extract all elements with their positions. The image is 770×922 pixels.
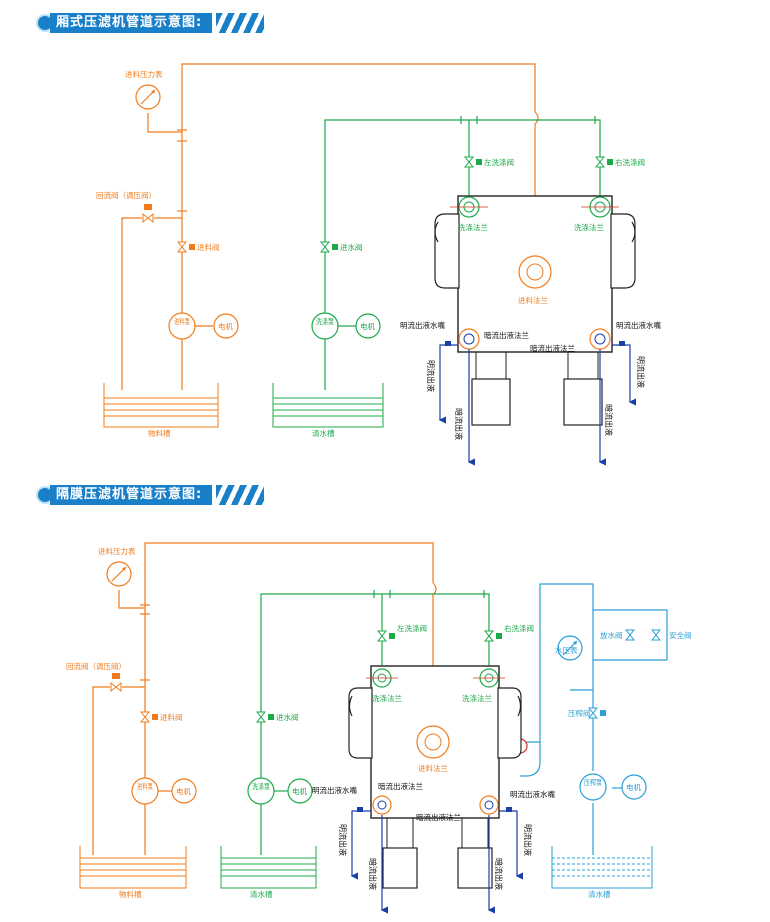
return-valve-icon <box>110 682 122 692</box>
clear-water-tank-2-icon <box>551 846 653 889</box>
label-left-wash-valve: 左洗涤阀 <box>484 157 514 167</box>
label-motor-2: 电机 <box>292 786 307 796</box>
label-motor-2: 电机 <box>360 321 375 331</box>
label-open-outflow-right: 明流出液 <box>636 356 646 388</box>
label-water-inlet-valve: 进水阀 <box>276 712 299 722</box>
label-feed-pump: 进料泵 <box>137 781 153 791</box>
label-open-outlet-tap-right: 明流出液水嘴 <box>616 320 661 330</box>
label-feed-pump: 进料泵 <box>174 316 190 326</box>
label-right-wash-flange: 洗涤法兰 <box>462 693 492 703</box>
wash-flange-right-icon <box>581 196 619 218</box>
safety-valve-icon <box>651 629 661 641</box>
left-wash-valve-icon <box>464 156 474 168</box>
label-left-wash-flange: 洗涤法兰 <box>372 693 402 703</box>
feed-valve-icon <box>177 241 187 253</box>
diagram-chamber-press: 进料压力表 回流阀（调压阀） 进料阀 进料泵 电机 洗涤泵 电机 进水阀 物料槽… <box>96 63 661 466</box>
feed-valve-icon <box>140 711 150 723</box>
label-dark-outflow-right: 暗流出液 <box>604 404 614 436</box>
right-wash-valve-icon <box>484 630 494 642</box>
drain-valve-icon <box>625 629 635 641</box>
label-feed-valve: 进料阀 <box>160 712 183 722</box>
label-wash-pump: 洗涤泵 <box>252 781 270 791</box>
label-feed-valve: 进料阀 <box>197 242 220 252</box>
label-return-valve: 回流阀（调压阀） <box>96 190 156 200</box>
label-open-outflow-right: 明流出液 <box>523 824 533 856</box>
label-safety-valve: 安全阀 <box>669 630 692 640</box>
label-material-tank: 物料槽 <box>148 428 171 438</box>
header-slash-decoration <box>216 13 265 33</box>
label-dark-outlet-flange-left: 暗流出液法兰 <box>378 781 423 791</box>
water-inlet-valve-icon <box>256 711 266 723</box>
return-valve-icon <box>142 213 154 223</box>
label-open-outlet-tap-right: 明流出液水嘴 <box>510 789 555 799</box>
right-wash-valve-icon <box>595 156 605 168</box>
label-motor-1: 电机 <box>218 321 233 331</box>
label-dark-outflow-right: 暗流出液 <box>494 858 504 890</box>
label-wash-pump: 洗涤泵 <box>316 316 334 326</box>
label-open-outflow-left: 明流出液 <box>338 824 348 856</box>
label-left-wash-flange: 洗涤法兰 <box>458 222 488 232</box>
dark-outlet-flange-right-icon <box>589 328 611 350</box>
label-dark-outflow-left: 暗流出液 <box>454 408 464 440</box>
label-right-wash-flange: 洗涤法兰 <box>574 222 604 232</box>
label-feed-gauge: 进料压力表 <box>125 69 163 79</box>
label-right-wash-valve: 右洗涤阀 <box>615 157 645 167</box>
feed-flange-icon <box>416 725 450 759</box>
motor-icon <box>213 313 239 339</box>
label-open-outlet-tap-left: 明流出液水嘴 <box>400 320 445 330</box>
section-title-chamber: 厢式压滤机管道示意图: <box>50 13 213 33</box>
label-dark-outflow-left: 暗流出液 <box>368 858 378 890</box>
label-press-pump: 压榨泵 <box>584 777 602 787</box>
label-clear-water-tank-2: 清水槽 <box>588 889 611 899</box>
press-pump-icon <box>579 773 607 801</box>
motor-icon <box>621 774 647 800</box>
section-title-membrane: 隔膜压滤机管道示意图: <box>50 485 213 505</box>
label-water-pressure-gauge: 水压表 <box>555 645 578 655</box>
label-press-valve: 压榨阀 <box>568 708 591 718</box>
label-motor-3: 电机 <box>626 782 641 792</box>
clear-water-tank-icon <box>272 383 384 428</box>
motor-icon <box>355 313 381 339</box>
left-wash-valve-icon <box>377 630 387 642</box>
material-tank-icon <box>79 846 187 889</box>
label-dark-outlet-flange-left: 暗流出液法兰 <box>484 330 529 340</box>
water-inlet-valve-icon <box>320 241 330 253</box>
material-tank-icon <box>103 383 219 428</box>
label-drain-valve: 放水阀 <box>600 630 623 640</box>
motor-icon <box>287 778 313 804</box>
dark-outlet-flange-left-icon <box>458 328 480 350</box>
label-open-outlet-tap-left: 明流出液水嘴 <box>312 785 357 795</box>
vertical-labels-1: 明流出液 明流出液 暗流出液 暗流出液 <box>426 356 646 440</box>
vertical-labels-2: 明流出液 明流出液 暗流出液 暗流出液 <box>338 824 533 890</box>
label-clear-water-tank: 清水槽 <box>250 889 273 899</box>
section-header-membrane: 隔膜压滤机管道示意图: <box>36 484 265 506</box>
wash-flange-right-icon <box>473 668 505 688</box>
label-feed-gauge: 进料压力表 <box>98 546 136 556</box>
clear-water-tank-icon <box>220 846 317 889</box>
section-header-chamber: 厢式压滤机管道示意图: <box>36 12 265 34</box>
label-open-outflow-left: 明流出液 <box>426 360 436 392</box>
header-slash-decoration <box>216 485 265 505</box>
label-water-inlet-valve: 进水阀 <box>340 242 363 252</box>
dark-outlet-flange-left-icon <box>372 795 392 815</box>
label-clear-water-tank: 清水槽 <box>312 428 335 438</box>
diagram-membrane-press: 进料压力表 回流阀（调压阀） 进料阀 进料泵 电机 洗涤泵 电机 进水阀 物料槽… <box>66 542 692 914</box>
label-dark-outlet-flange-right: 暗流出液法兰 <box>530 343 575 353</box>
dark-outlet-flange-right-icon <box>479 795 499 815</box>
label-material-tank: 物料槽 <box>119 889 142 899</box>
label-motor-1: 电机 <box>176 786 191 796</box>
label-feed-flange: 进料法兰 <box>418 763 448 773</box>
motor-icon <box>171 778 197 804</box>
label-left-wash-valve: 左洗涤阀 <box>397 623 427 633</box>
label-return-valve: 回流阀（调压阀） <box>66 661 126 671</box>
label-dark-outlet-flange-right: 暗流出液法兰 <box>416 812 461 822</box>
wash-flange-left-icon <box>366 668 398 688</box>
wash-flange-left-icon <box>450 196 488 218</box>
label-feed-flange: 进料法兰 <box>518 295 548 305</box>
label-right-wash-valve: 右洗涤阀 <box>504 623 534 633</box>
filter-press-body <box>434 195 636 426</box>
feed-flange-icon <box>518 255 552 289</box>
